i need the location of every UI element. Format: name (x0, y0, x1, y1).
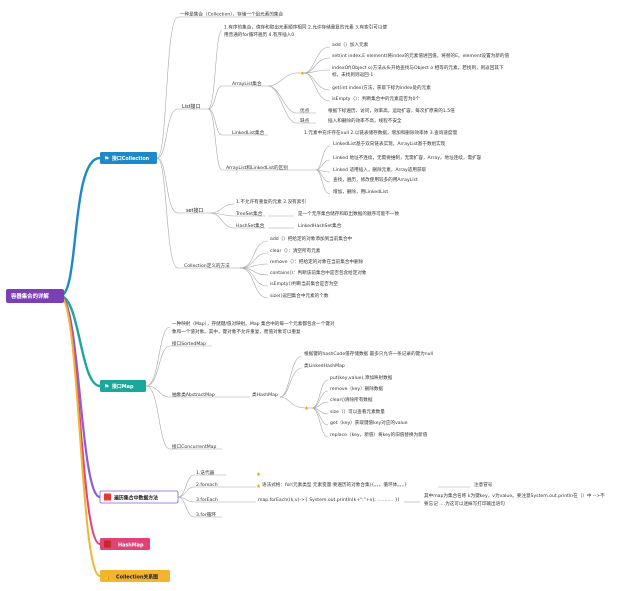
map-label: 接口Map (112, 383, 134, 390)
relation-label: Collection关系图 (116, 574, 158, 581)
branch-line-hashmap (59, 295, 101, 545)
traverse-item-2-desc: 语法式格：for(元素类型 元素变量:要遍历的对象合集){。。。循环体。。。} (262, 481, 407, 488)
traverse-item-3-note2: 要忘记 ....为这可以迷掉写打印输出语句 (424, 500, 505, 507)
method-item-4: contains()：判断该前集合中是否包含给定对象 (270, 269, 367, 276)
diff-label[interactable]: ArrayList和LinkedList的区别 (226, 164, 288, 171)
collection-desc: 一种是集合（Collection），存储一个组元素的集合 (180, 11, 284, 18)
map-method-6: replace（key，新值）将key的旧值替换为新值 (330, 431, 428, 438)
concurrentmap-label[interactable]: 接口ConcurrentMap (172, 443, 216, 450)
thumbs-up-icon: 👍 (104, 573, 111, 581)
treeset-desc: 是一个无序集合储存和取出数据的顺序可能不一致 (298, 210, 399, 217)
collection-branch (156, 16, 331, 299)
branch-line-collection (59, 156, 101, 298)
map-method-4: size（）可以查看元素数量 (330, 408, 385, 415)
linkedlist-label[interactable]: LinkedList集合 (232, 129, 265, 136)
arraylist-method-4: get(int index)方法，获取下标为index处的元素 (332, 84, 431, 91)
map-desc-2: 象和一个值对象。其中，键对象不允许重复，而值对象可以重复 (172, 328, 301, 335)
arraylist-method-3: indexOf(Object o)方法从头开始查找与Object o 相等的元素… (332, 64, 504, 71)
map-node[interactable]: ⚑ 接口Map (100, 380, 146, 392)
list-desc-2: 用普通的for循环遍历 4.有序插入0 (224, 31, 294, 38)
traverse-label: 遍历集合中数据方法 (113, 495, 158, 502)
star-icon: ★ (300, 71, 305, 77)
map-desc-1: 一种映射（Map），存储键/值对映射。Map 集合中的每一个元素都包含一个键对 (172, 320, 335, 327)
set-desc: 1.不允许有重复的元素 2.没有索引 (236, 198, 306, 205)
stop-icon (104, 540, 111, 548)
diff-item-3: Linked 适用插入，删除元素，Array适用获取 (333, 166, 427, 173)
list-label[interactable]: List接口 (182, 103, 200, 110)
method-item-1: add（）把给定的对象添加到当前集合中 (270, 235, 353, 242)
treeset-label[interactable]: TreeSet集合 (235, 210, 263, 217)
cons-desc: 插入和删除的效率不高，线程不安全 (328, 117, 402, 124)
root-node[interactable]: 容器集合的详解 (6, 289, 64, 303)
methods-label[interactable]: Collection定义的方法 (184, 262, 230, 269)
map-method-1: put(key,value),添加映射数据 (330, 374, 393, 381)
diff-item-1: LinkedList基于双向链表实现，ArrayList基于数组实现 (333, 140, 446, 147)
diff-item-4: 查找，遍历，修改使用较多的用ArrayList (333, 176, 418, 183)
traverse-node[interactable]: 遍历集合中数据方法 (99, 490, 179, 504)
branch-line-traverse (59, 294, 101, 499)
map-method-3: clear()清除所有数据 (330, 396, 373, 403)
linkedlist-desc: 1.元素中充许存在null 2.以链表储存数据，增加和删除效率体 3.查询速度慢 (304, 129, 457, 136)
traverse-item-4[interactable]: 3.for循环 (196, 511, 216, 518)
map-method-5: get（key）获取键值key对应的value (330, 419, 408, 426)
star-icon: ★ (256, 472, 261, 478)
map-method-2: remove（key）删除数据 (330, 385, 383, 392)
list-desc-1: 1.有序的集合，值存和取出元素顺序相同 2.允许存储重复的元素 3.有索引可以使 (224, 24, 387, 31)
traverse-branch (177, 474, 470, 518)
pros-label: 优点 (300, 107, 310, 114)
hashset-label[interactable]: HashSet集合 (236, 222, 265, 229)
diff-item-2: Linked 地址不连续，无需要维制，无需扩容，Array，地址连续，需扩容 (333, 154, 482, 161)
method-item-3: remove（）：把给定的对象在当前集合中删除 (270, 258, 364, 265)
branch-line-map (59, 294, 101, 388)
sortedmap-label[interactable]: 接口SortedMap (172, 340, 206, 347)
method-item-5: isEmpty()判断当前集合是否为空 (270, 280, 338, 287)
method-item-6: size()返回集合中元素的个数 (270, 292, 329, 299)
arraylist-method-3b: 标，未找到则返回-1 (332, 71, 373, 78)
method-item-2: clear（）：清空所有元素 (270, 247, 321, 254)
arraylist-method-2: set(int index,E element)将index的元素值进回值，将替… (332, 52, 509, 59)
star-icon: ★ (304, 406, 309, 412)
root-label: 容器集合的详解 (10, 292, 49, 300)
arraylist-label[interactable]: ArrayList集合 (232, 80, 262, 87)
collection-label: 接口Collection (112, 155, 150, 162)
flag-icon: ⚑ (104, 384, 109, 391)
arraylist-method-1: add（）加入元素 (332, 41, 369, 48)
branch-line-relation (59, 295, 101, 577)
traverse-item-1[interactable]: 1.迭代器 (196, 469, 215, 476)
stop-icon (104, 493, 111, 501)
traverse-item-2[interactable]: 2.foreach (196, 482, 218, 488)
flag-icon: ⚑ (104, 156, 109, 163)
linkedhashmap-label[interactable]: 类LinkedHashMap (304, 362, 345, 369)
traverse-item-2-note: 注意冒号 (474, 481, 493, 488)
star-icon: ★ (256, 484, 261, 490)
traverse-item-3-desc: map.forEach((k,v)->{ System.out.println(… (258, 497, 400, 503)
pros-desc: 根据下标遍历、访问，效率高，运动扩容，每次扩原来的1.5倍 (328, 107, 455, 114)
cons-label: 缺点 (300, 117, 310, 124)
set-label[interactable]: set接口 (186, 207, 203, 214)
collection-node[interactable]: ⚑ 接口Collection (100, 152, 157, 164)
hashmap-label: HashMap (118, 543, 144, 549)
abstractmap-label[interactable]: 抽象类AbstractMap (172, 391, 215, 398)
hashset-desc: LinkedHashSet集合 (298, 222, 342, 229)
arraylist-method-5: isEmpty（）：判断集合中的元素是否为0个 (332, 95, 420, 102)
relation-node[interactable]: 👍 Collection关系图 (100, 570, 170, 582)
hashmap-class-desc: 根据键的hashCode值存储数据 最多只允许一条记录的键为null (304, 350, 433, 357)
hashmap-node[interactable]: HashMap (100, 538, 150, 550)
diff-item-5: 增加，删除，用LinkedList (333, 188, 388, 195)
hashmap-class-label[interactable]: 类HashMap (252, 391, 278, 398)
traverse-item-3[interactable]: 3.forEach (196, 497, 218, 503)
traverse-item-3-note1: 其中map为集合名称 k为键key，v为value。要注意System.out.… (424, 492, 605, 499)
